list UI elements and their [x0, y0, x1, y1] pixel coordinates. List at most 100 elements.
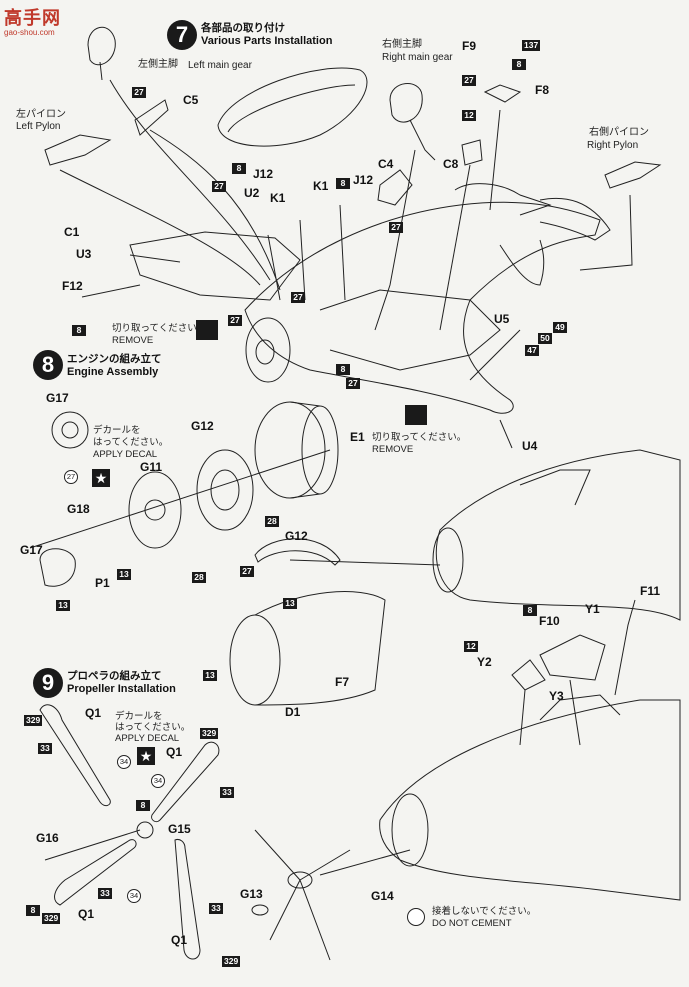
code-33: 33 [38, 743, 52, 754]
code-13: 13 [117, 569, 131, 580]
part-J12a: J12 [253, 167, 274, 181]
tail-rudder [499, 239, 545, 286]
code-8: 8 [26, 905, 40, 916]
propeller-blade-4 [174, 839, 201, 960]
part-G16: G16 [36, 831, 59, 845]
watermark-logo: 高手网 gao-shou.com [4, 4, 61, 37]
drop-tank [217, 67, 368, 147]
decal-star-icon-2: ★ [137, 747, 155, 765]
part-G15: G15 [168, 822, 191, 836]
part-G17a: G17 [46, 391, 69, 405]
part-F8 [483, 84, 522, 103]
code-27: 27 [291, 292, 305, 303]
gear-G17-top [51, 411, 89, 449]
decal-circle-34: 34 [127, 889, 141, 903]
part-U5: U5 [494, 312, 510, 326]
code-8: 8 [512, 59, 526, 70]
watermark-url: gao-shou.com [4, 28, 55, 37]
engine-G12 [196, 449, 254, 531]
code-28: 28 [192, 572, 206, 583]
step8-title-en: Engine Assembly [67, 366, 159, 379]
code-13: 13 [283, 598, 297, 609]
code-12: 12 [462, 110, 476, 121]
left-pylon [44, 134, 112, 166]
right-pylon-jp: 右側パイロン [589, 127, 649, 138]
step8-title-jp: エンジンの組み立て [67, 353, 162, 365]
no-cement-icon [407, 908, 425, 926]
left-pylon-en: Left Pylon [16, 121, 61, 132]
part-G12a: G12 [191, 419, 214, 433]
code-8: 8 [136, 800, 150, 811]
part-U4: U4 [522, 439, 538, 453]
remove-note-jp: 切り取ってください。 [112, 323, 207, 334]
remove-note-en: REMOVE [112, 335, 154, 346]
part-K1b: K1 [313, 179, 329, 193]
code-33: 33 [209, 903, 223, 914]
step9-title-jp: プロペラの組み立て [67, 670, 162, 682]
code-329: 329 [222, 956, 241, 967]
code-8: 8 [232, 163, 246, 174]
fuselage-mid [435, 449, 681, 621]
propeller-blade-1 [39, 704, 111, 807]
step9-decal-en: APPLY DECAL [115, 733, 180, 744]
step7-number: 7 [167, 20, 197, 50]
part-G12b: G12 [285, 529, 308, 543]
step9-number: 9 [33, 668, 63, 698]
part-Y1: Y1 [585, 602, 600, 616]
step9-decal-jp2: はってください。 [115, 722, 191, 733]
step9-decal-jp1: デカールを [115, 711, 163, 722]
right-gear-wheel [389, 83, 423, 123]
part-G17b: G17 [20, 543, 43, 557]
code-13: 13 [203, 670, 217, 681]
left-main-gear-jp: 左側主脚 [138, 59, 178, 70]
remove-icon-2 [405, 405, 427, 425]
code-33: 33 [98, 888, 112, 899]
decal-circle-27: 27 [64, 470, 78, 484]
tailplane [539, 197, 611, 241]
decal-circle-34: 34 [151, 774, 165, 788]
step7-title-en: Various Parts Installation [201, 35, 333, 48]
right-pylon [604, 161, 662, 189]
part-G13: G13 [240, 887, 263, 901]
propeller-assembled [254, 829, 351, 961]
part-F10: F10 [539, 614, 560, 628]
part-G18: G18 [67, 502, 90, 516]
code-137: 137 [522, 40, 541, 51]
decal-star-icon: ★ [92, 469, 110, 487]
part-C8: C8 [443, 157, 459, 171]
code-28: 28 [265, 516, 279, 527]
wing-right-outline [319, 289, 501, 371]
right-main-gear-en: Right main gear [382, 52, 453, 63]
code-329: 329 [42, 913, 61, 924]
code-8: 8 [336, 178, 350, 189]
part-U2: U2 [244, 186, 260, 200]
code-33: 33 [220, 787, 234, 798]
step9-title: プロペラの組み立て Propeller Installation [67, 670, 176, 697]
right-pylon-en: Right Pylon [587, 140, 639, 151]
windscreen-Y2 [511, 659, 546, 691]
engine-cowl-inner [255, 339, 275, 365]
code-8: 8 [523, 605, 537, 616]
code-49: 49 [553, 322, 567, 333]
code-8: 8 [72, 325, 86, 336]
fuselage-upper [244, 201, 601, 414]
code-27: 27 [132, 87, 146, 98]
decal-circle-34: 34 [117, 755, 131, 769]
code-27: 27 [462, 75, 476, 86]
gear-G17 [39, 548, 76, 587]
right-main-gear-jp: 右側主脚 [382, 39, 422, 50]
door-C8 [461, 139, 483, 166]
code-27: 27 [346, 378, 360, 389]
engine-G11 [128, 471, 182, 549]
door-C4 [377, 169, 413, 206]
left-pylon-jp: 左パイロン [16, 109, 66, 120]
remove-note2-jp: 切り取ってください。 [372, 432, 467, 443]
remove-note2-en: REMOVE [372, 444, 414, 455]
part-Y3: Y3 [549, 689, 564, 703]
part-Y2: Y2 [477, 655, 492, 669]
part-K1a: K1 [270, 191, 286, 205]
part-Q1b: Q1 [166, 745, 183, 759]
fuselage-lower [379, 699, 681, 901]
part-E1: E1 [350, 430, 365, 444]
